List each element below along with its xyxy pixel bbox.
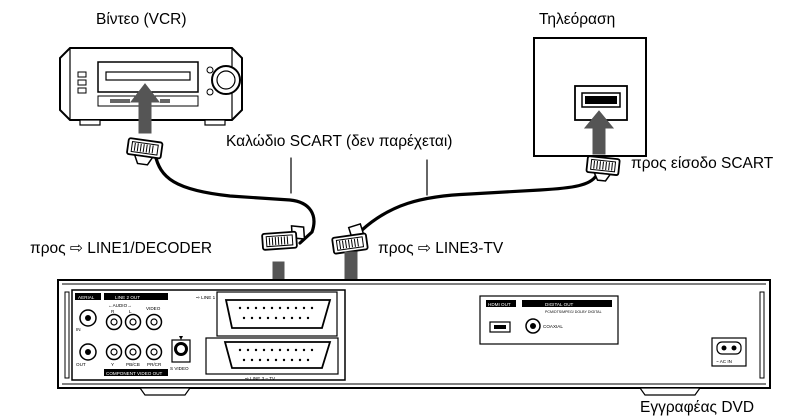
arrow-to-tv: [583, 110, 615, 155]
scart-plug-line1: [261, 225, 306, 251]
audio-l-label: L: [129, 309, 132, 314]
arrow-to-vcr: [129, 83, 161, 134]
s-video-label: S VIDEO: [170, 366, 189, 371]
ac-in-socket: [716, 341, 742, 355]
cable-label: Καλώδιο SCART (δεν παρέχεται): [226, 133, 452, 150]
audio-r-label: R: [111, 309, 115, 314]
video-label: VIDEO: [146, 306, 161, 311]
audio-label: ←AUDIO→: [108, 303, 132, 308]
scart-plug-vcr: [126, 137, 164, 166]
aerial-out-label: OUT: [76, 362, 86, 367]
dvd-recorder: AERIAL IN OUT LINE 2 OUT ←AUDIO→ R L VID…: [57, 279, 771, 396]
vcr-label: Βίντεο (VCR): [96, 11, 187, 28]
component-video-out-label: COMPONENT VIDEO OUT: [106, 371, 163, 376]
coaxial-label: COAXIAL: [543, 324, 563, 329]
component-y-label: Y: [111, 362, 114, 367]
line3-tv-label: ⇨ LINE 3 – TV: [245, 376, 276, 381]
scart-socket-line1: [224, 299, 332, 329]
vcr-device: [59, 47, 243, 126]
component-pr-label: PR/CR: [147, 362, 162, 367]
scart-socket-line3: [223, 341, 332, 369]
line3-label: προς ⇨ LINE3-TV: [378, 240, 504, 257]
aerial-in-label: IN: [76, 327, 81, 332]
tv-device: [533, 37, 647, 157]
scart-cables: [153, 152, 598, 245]
scart-plug-tv: [585, 155, 621, 182]
line1-label: προς ⇨ LINE1/DECODER: [30, 240, 212, 257]
scart-socket-line3-pins: [238, 348, 314, 362]
digital-out-sub-label: PCM/DTS/MPEG/ DOLBY DIGITAL: [545, 310, 602, 314]
recorder-label: Εγγραφέας DVD: [640, 399, 754, 416]
tv-label: Τηλεόραση: [539, 11, 615, 28]
component-pb-label: PB/CB: [126, 362, 140, 367]
hdmi-out-label: HDMI OUT: [488, 302, 511, 307]
scart-plug-line3: [331, 222, 369, 255]
digital-out-label: DIGITAL OUT: [545, 302, 574, 307]
rca-jacks: [105, 313, 163, 361]
line2-out-label: LINE 2 OUT: [115, 295, 140, 300]
ac-in-label: ~ AC IN: [716, 359, 732, 364]
aerial-label: AERIAL: [78, 295, 95, 300]
tv-input-label: προς είσοδο SCART: [631, 155, 774, 172]
scart-socket-line1-pins: [238, 306, 314, 320]
